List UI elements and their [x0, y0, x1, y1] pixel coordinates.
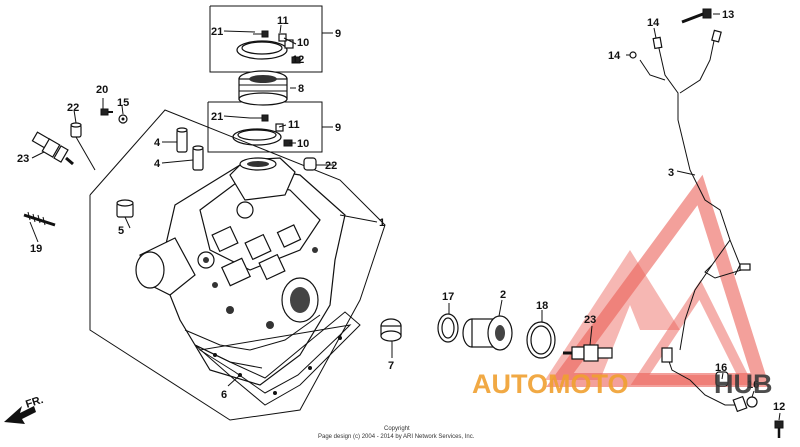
washer-15 — [118, 114, 128, 124]
callout-9-lower: 9 — [335, 122, 341, 134]
watermark-wordmark: AUTOMOTO HUB — [472, 369, 773, 399]
callout-3: 3 — [668, 167, 674, 179]
callout-1: 1 — [379, 217, 385, 229]
stud-bolt-19 — [23, 211, 56, 227]
callout-7: 7 — [388, 360, 394, 372]
callout-10-upper: 10 — [297, 37, 309, 49]
callout-8: 8 — [298, 83, 304, 95]
cap-22-right — [303, 157, 317, 171]
hose-joint-2 — [462, 315, 513, 351]
bracket-group-9-upper — [209, 5, 333, 73]
callout-13: 13 — [722, 9, 734, 21]
spark-plug-23-right — [563, 344, 613, 362]
copyright-line-1: Copyright — [384, 426, 410, 432]
o-ring-17 — [437, 313, 459, 343]
callout-10-lower: 10 — [297, 138, 309, 150]
valve-seal-5 — [116, 199, 134, 218]
callout-4-upper: 4 — [154, 137, 161, 149]
copyright-notice: Copyright Page design (c) 2004 - 2014 by… — [318, 426, 475, 440]
callout-12: 12 — [292, 54, 304, 66]
callout-21-upper: 21 — [211, 26, 223, 38]
callout-16-upper: 16 — [715, 362, 727, 374]
intake-boot-8 — [238, 70, 288, 106]
callout-23-left: 23 — [17, 153, 29, 165]
cap-22-left — [70, 122, 82, 138]
hose-clamp-lower — [232, 114, 293, 147]
callout-22-left: 22 — [67, 102, 79, 114]
watermark-triangle-outer — [546, 174, 770, 387]
watermark-triangle-inner — [630, 280, 754, 385]
watermark-word-dark: HUB — [714, 369, 773, 399]
callout-14-upper: 14 — [647, 17, 660, 29]
callout-20: 20 — [96, 84, 108, 96]
front-arrow-icon — [4, 406, 36, 424]
watermark-word-orange: AUTOMOTO — [472, 369, 629, 399]
callout-17: 17 — [442, 291, 454, 303]
bolt-13 — [681, 8, 712, 24]
callout-22-right: 22 — [325, 160, 337, 172]
callout-9-upper: 9 — [335, 28, 341, 40]
callout-15: 15 — [117, 97, 129, 109]
callout-18: 18 — [536, 300, 548, 312]
leader-lines — [29, 13, 781, 421]
callout-23-right: 23 — [584, 314, 596, 326]
callout-12-bottom: 12 — [773, 401, 785, 413]
callout-5: 5 — [118, 225, 124, 237]
assembly-outline — [89, 109, 386, 421]
callout-2: 2 — [500, 289, 506, 301]
bolt-12 — [774, 420, 784, 438]
wire-harness-3 — [629, 29, 751, 413]
head-gasket-6 — [194, 311, 361, 406]
o-ring-18 — [526, 321, 556, 359]
callout-labels: 21 11 10 9 12 8 21 11 9 10 20 15 22 23 4… — [17, 9, 785, 413]
callout-4-lower: 4 — [154, 158, 161, 170]
cylinder-head-1 — [135, 157, 346, 386]
front-label: FR. — [24, 394, 45, 411]
front-direction-indicator: FR. — [4, 394, 45, 424]
watermark-triangle-left — [545, 250, 680, 380]
bolt-20 — [100, 108, 113, 116]
hose-clamp-upper — [236, 30, 301, 64]
bracket-group-9-lower — [207, 101, 333, 153]
callout-11-upper: 11 — [277, 15, 289, 27]
callout-6: 6 — [221, 389, 227, 401]
callout-11-lower: 11 — [288, 119, 300, 131]
callout-19: 19 — [30, 243, 42, 255]
dowel-pins-4 — [176, 127, 204, 171]
callout-21-lower: 21 — [211, 111, 223, 123]
plug-cap-7 — [380, 318, 402, 342]
copyright-line-2: Page design (c) 2004 - 2014 by ARI Netwo… — [318, 434, 475, 440]
spark-plug-23-left — [31, 131, 74, 166]
callout-16-lower: 16 — [747, 379, 759, 391]
callout-14-lower: 14 — [608, 50, 621, 62]
